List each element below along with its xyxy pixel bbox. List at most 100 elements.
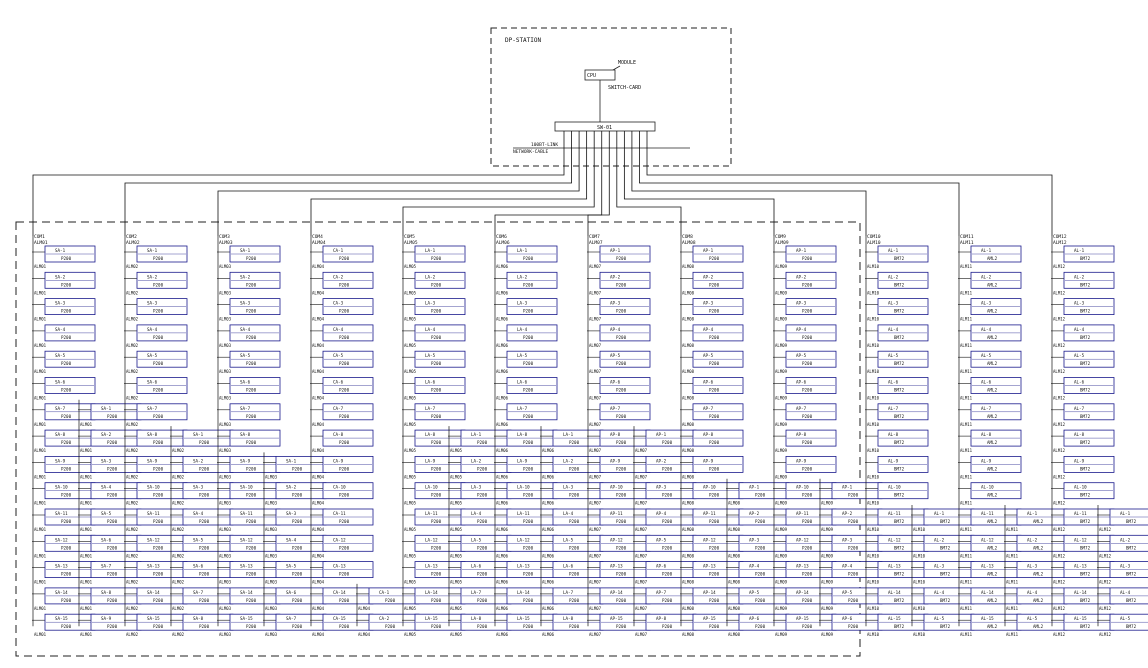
device-type: P200	[431, 572, 442, 577]
device-type: AML2	[987, 598, 998, 603]
device-module: AL-3	[934, 564, 945, 569]
device-addr: ALM11	[960, 264, 973, 269]
device-module: AP-7	[610, 406, 621, 411]
device-addr: ALM07	[589, 369, 602, 374]
device-type: P200	[61, 361, 72, 366]
device-addr: ALM02	[126, 632, 139, 637]
device-module: AP-3	[610, 301, 621, 306]
device-type: P200	[616, 519, 627, 524]
device-type: P200	[61, 519, 72, 524]
device-addr: ALM05	[404, 632, 417, 637]
device-module: LA-7	[425, 406, 436, 411]
device-type: P200	[802, 440, 813, 445]
device-addr: ALM08	[728, 580, 741, 585]
device-module: SA-11	[147, 511, 160, 516]
device-module: LA-1	[563, 432, 574, 437]
column-code: COM1	[34, 234, 45, 240]
device-module: CA-4	[333, 327, 344, 332]
device-type: BM72	[940, 598, 951, 603]
device-column: COM11ALM11AL-1AML2ALM11AL-2AML2ALM11AL-3…	[958, 234, 1068, 637]
device-type: P200	[431, 466, 442, 471]
device-addr: ALM03	[219, 422, 232, 427]
device-addr: ALM02	[126, 396, 139, 401]
device-addr: ALM03	[219, 448, 232, 453]
device-module: LA-2	[563, 458, 574, 463]
device-addr: ALM08	[728, 501, 741, 506]
device-module: AP-15	[703, 616, 716, 621]
device-type: P200	[848, 624, 859, 629]
device-module: SA-3	[240, 301, 251, 306]
device-type: P200	[431, 361, 442, 366]
device-type: P200	[662, 493, 673, 498]
feeder-line	[646, 131, 1053, 236]
device-module: AP-1	[749, 485, 760, 490]
device-addr: ALM12	[1053, 553, 1066, 558]
device-addr: ALM10	[867, 606, 880, 611]
device-type: P200	[523, 335, 534, 340]
device-module: CA-3	[333, 301, 344, 306]
device-addr: ALM11	[960, 606, 973, 611]
device-module: SA-6	[101, 537, 112, 542]
device-module: AP-2	[656, 458, 667, 463]
feeder-line	[310, 131, 588, 236]
device-type: P200	[569, 572, 580, 577]
device-module: AL-3	[1120, 564, 1131, 569]
device-module: AP-5	[842, 590, 853, 595]
device-type: AML2	[987, 361, 998, 366]
device-addr: ALM04	[312, 501, 325, 506]
column-prefix: ALM04	[312, 240, 326, 246]
cpu-label: CPU	[587, 73, 596, 79]
device-type: P200	[662, 466, 673, 471]
device-addr: ALM02	[126, 369, 139, 374]
device-type: P200	[292, 624, 303, 629]
device-type: P200	[153, 598, 164, 603]
device-type: AML2	[1033, 545, 1044, 550]
device-type: P200	[523, 572, 534, 577]
device-addr: ALM07	[589, 606, 602, 611]
device-addr: ALM01	[34, 422, 47, 427]
device-addr: ALM05	[404, 474, 417, 479]
device-addr: ALM06	[496, 369, 509, 374]
device-module: SA-11	[55, 511, 68, 516]
device-type: P200	[662, 440, 673, 445]
device-type: AML2	[987, 335, 998, 340]
device-addr: ALM05	[404, 527, 417, 532]
device-module: AL-2	[934, 537, 945, 542]
device-module: AP-9	[796, 458, 807, 463]
device-addr: ALM04	[312, 553, 325, 558]
device-module: AP-5	[796, 353, 807, 358]
device-type: P200	[431, 256, 442, 261]
bus-label-2: NETWORK-CABLE	[513, 149, 549, 155]
device-addr: ALM03	[219, 580, 232, 585]
device-module: AP-3	[796, 301, 807, 306]
device-type: P200	[848, 545, 859, 550]
device-type: AML2	[1033, 624, 1044, 629]
device-type: AML2	[987, 624, 998, 629]
device-addr: ALM09	[821, 632, 834, 637]
device-addr: ALM03	[265, 632, 278, 637]
device-module: LA-6	[517, 380, 528, 385]
device-type: P200	[339, 545, 350, 550]
device-type: P200	[431, 335, 442, 340]
device-module: AP-2	[610, 274, 621, 279]
device-module: SA-12	[55, 537, 68, 542]
device-addr: ALM04	[312, 396, 325, 401]
device-module: AL-8	[1074, 432, 1085, 437]
device-module: LA-6	[471, 564, 482, 569]
device-type: BM72	[940, 624, 951, 629]
device-type: BM72	[940, 519, 951, 524]
device-addr: ALM07	[589, 501, 602, 506]
device-addr: ALM06	[496, 501, 509, 506]
device-column: COM8ALM08AP-1P200ALM08AP-2P200ALM08AP-3P…	[680, 234, 790, 637]
device-addr: ALM11	[960, 343, 973, 348]
device-module: CA-6	[333, 380, 344, 385]
device-addr: ALM05	[450, 474, 463, 479]
device-module: AL-1	[1120, 511, 1131, 516]
device-type: AML2	[1033, 519, 1044, 524]
device-module: SA-5	[286, 564, 297, 569]
device-addr: ALM07	[589, 632, 602, 637]
device-module: AP-8	[656, 616, 667, 621]
device-type: P200	[662, 624, 673, 629]
device-type: P200	[61, 440, 72, 445]
device-type: BM72	[894, 361, 905, 366]
